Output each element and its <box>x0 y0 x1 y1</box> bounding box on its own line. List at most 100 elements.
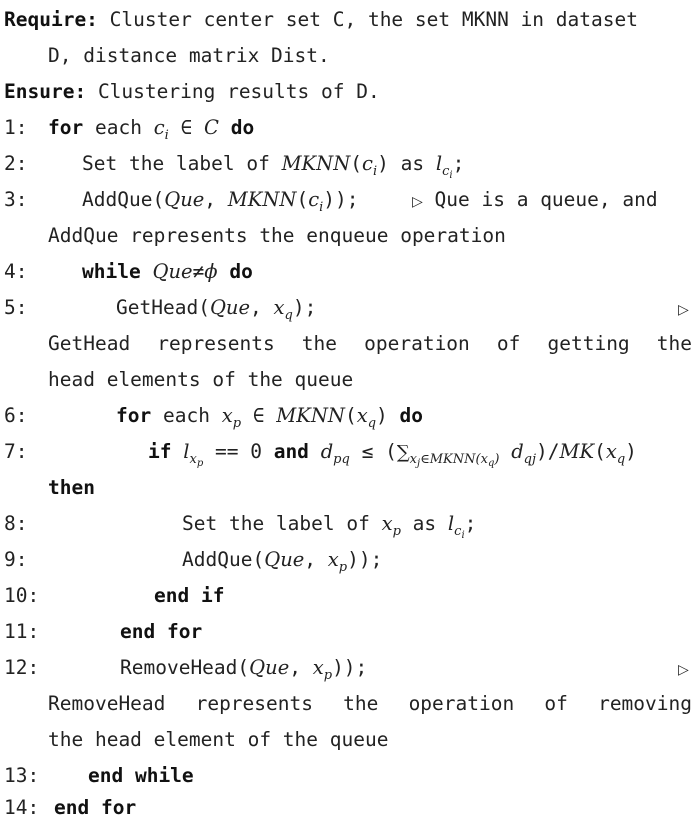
end-for-keyword: end for <box>54 796 137 819</box>
comment-triangle-icon: ▷ <box>412 194 423 210</box>
symbol-x: x <box>605 440 617 463</box>
while-keyword: while <box>82 260 141 283</box>
symbol-qj: qj <box>523 452 537 467</box>
symbol-c: c <box>362 152 373 175</box>
symbol-q: q <box>487 458 495 469</box>
symbol-l: l <box>435 152 443 175</box>
algo-line-5-cont: GetHead represents the operation of gett… <box>0 326 692 362</box>
line-number: 1: <box>4 116 28 139</box>
statement-text: Set the label of <box>182 512 370 535</box>
algo-line-10: 10: end if <box>0 578 692 614</box>
end-for-keyword: end for <box>120 620 203 643</box>
line-number: 6: <box>4 404 28 427</box>
symbol-x: x <box>327 548 339 571</box>
symbol-in: ∈ <box>420 452 430 467</box>
symbol-mknn: MKNN <box>276 404 345 427</box>
symbol-c: c <box>308 188 320 211</box>
symbol-p: p <box>392 524 401 539</box>
statement-text: Set the label of <box>82 152 270 175</box>
algo-line-7: 7: if lxp == 0 and dpq ≤ (∑xj∈MKNN(xq) d… <box>0 434 692 470</box>
symbol-que: Que <box>209 296 251 319</box>
symbol-phi: ϕ <box>204 260 218 283</box>
comment-triangle-icon: ▷ <box>678 662 689 678</box>
algo-line-7-cont: then <box>0 470 692 506</box>
ensure-keyword: Ensure: <box>4 80 87 103</box>
symbol-i: i <box>319 200 324 215</box>
algo-line-9: 9: AddQue(Que, xp)); <box>0 542 692 578</box>
then-keyword: then <box>48 476 95 499</box>
symbol-i: i <box>461 530 465 541</box>
symbol-x: x <box>189 452 197 467</box>
line-number: 14: <box>4 796 40 819</box>
for-keyword: for <box>48 116 84 139</box>
algo-line-12-cont2: the head element of the queue <box>0 722 692 758</box>
symbol-mknn: MKNN <box>281 152 351 175</box>
do-keyword: do <box>399 404 423 427</box>
require-text: Cluster center set C, the set MKNN in da… <box>109 8 638 31</box>
algo-line-14: 14: end for <box>0 790 692 826</box>
end-while-keyword: end while <box>88 764 194 787</box>
symbol-c: c <box>153 116 165 139</box>
line-number: 12: <box>4 656 40 679</box>
comment-text: GetHead represents the operation of gett… <box>48 332 692 355</box>
symbol-leq: ≤ <box>361 440 374 463</box>
as-text: as <box>412 512 437 535</box>
do-keyword: do <box>230 116 255 139</box>
symbol-q: q <box>616 452 626 467</box>
symbol-pq: pq <box>333 452 350 467</box>
symbol-x: x <box>381 512 393 535</box>
symbol-l: l <box>447 512 455 535</box>
algo-line-12-cont: RemoveHead represents the operation of r… <box>0 686 692 722</box>
each-text: each <box>94 116 142 139</box>
removehead-call: RemoveHead <box>120 656 238 679</box>
comment-text: head elements of the queue <box>48 368 354 391</box>
symbol-mk: MK <box>559 440 595 463</box>
line-number: 7: <box>4 440 28 463</box>
symbol-que: Que <box>152 260 193 283</box>
symbol-eqeq: == 0 <box>214 440 262 463</box>
symbol-x: x <box>480 452 488 467</box>
and-keyword: and <box>273 440 309 463</box>
line-number: 2: <box>4 152 28 175</box>
algo-line-5-cont2: head elements of the queue <box>0 362 692 398</box>
symbol-p: p <box>338 560 348 575</box>
line-number: 13: <box>4 764 40 787</box>
require-text-2: D, distance matrix Dist. <box>48 44 330 67</box>
symbol-d: d <box>320 440 334 463</box>
symbol-c: c <box>454 524 462 539</box>
symbol-que: Que <box>249 656 290 679</box>
addque-call: AddQue <box>82 188 153 211</box>
ensure-line: Ensure: Clustering results of D. <box>0 74 692 110</box>
symbol-q: q <box>284 308 293 323</box>
comment-text: RemoveHead represents the operation of r… <box>48 692 692 715</box>
symbol-d: d <box>511 440 524 463</box>
line-number: 4: <box>4 260 28 283</box>
comment-text: Que is a queue, and <box>434 188 658 211</box>
symbol-x: x <box>312 656 324 679</box>
algo-line-2: 2: Set the label of MKNN(ci) as lci; <box>0 146 692 182</box>
symbol-j: j <box>417 458 421 469</box>
addque-call: AddQue <box>182 548 253 571</box>
symbol-neq: ≠ <box>192 260 205 283</box>
symbol-x: x <box>221 404 233 427</box>
do-keyword: do <box>229 260 253 283</box>
algo-line-1: 1: for each ci ∈ C do <box>0 110 692 146</box>
symbol-in: ∈ <box>180 116 193 139</box>
end-if-keyword: end if <box>154 584 225 607</box>
symbol-sum: ∑ <box>396 442 410 463</box>
gethead-call: GetHead <box>116 296 199 319</box>
line-number: 5: <box>4 296 28 319</box>
ensure-text: Clustering results of D. <box>97 80 380 103</box>
algo-line-12: 12: RemoveHead(Que, xp)); ▷ <box>0 650 692 686</box>
symbol-p: p <box>323 668 333 683</box>
algo-line-5: 5: GetHead(Que, xq); ▷ <box>0 290 692 326</box>
algo-line-3: 3: AddQue(Que, MKNN(ci)); ▷ Que is a que… <box>0 182 692 218</box>
require-line: Require: Cluster center set C, the set M… <box>0 2 692 38</box>
symbol-c: c <box>442 164 450 179</box>
algo-line-8: 8: Set the label of xp as lci; <box>0 506 692 542</box>
symbol-x: x <box>273 296 285 319</box>
symbol-i: i <box>449 170 453 181</box>
algo-line-4: 4: while Que≠ϕ do <box>0 254 692 290</box>
symbol-q: q <box>367 416 377 431</box>
